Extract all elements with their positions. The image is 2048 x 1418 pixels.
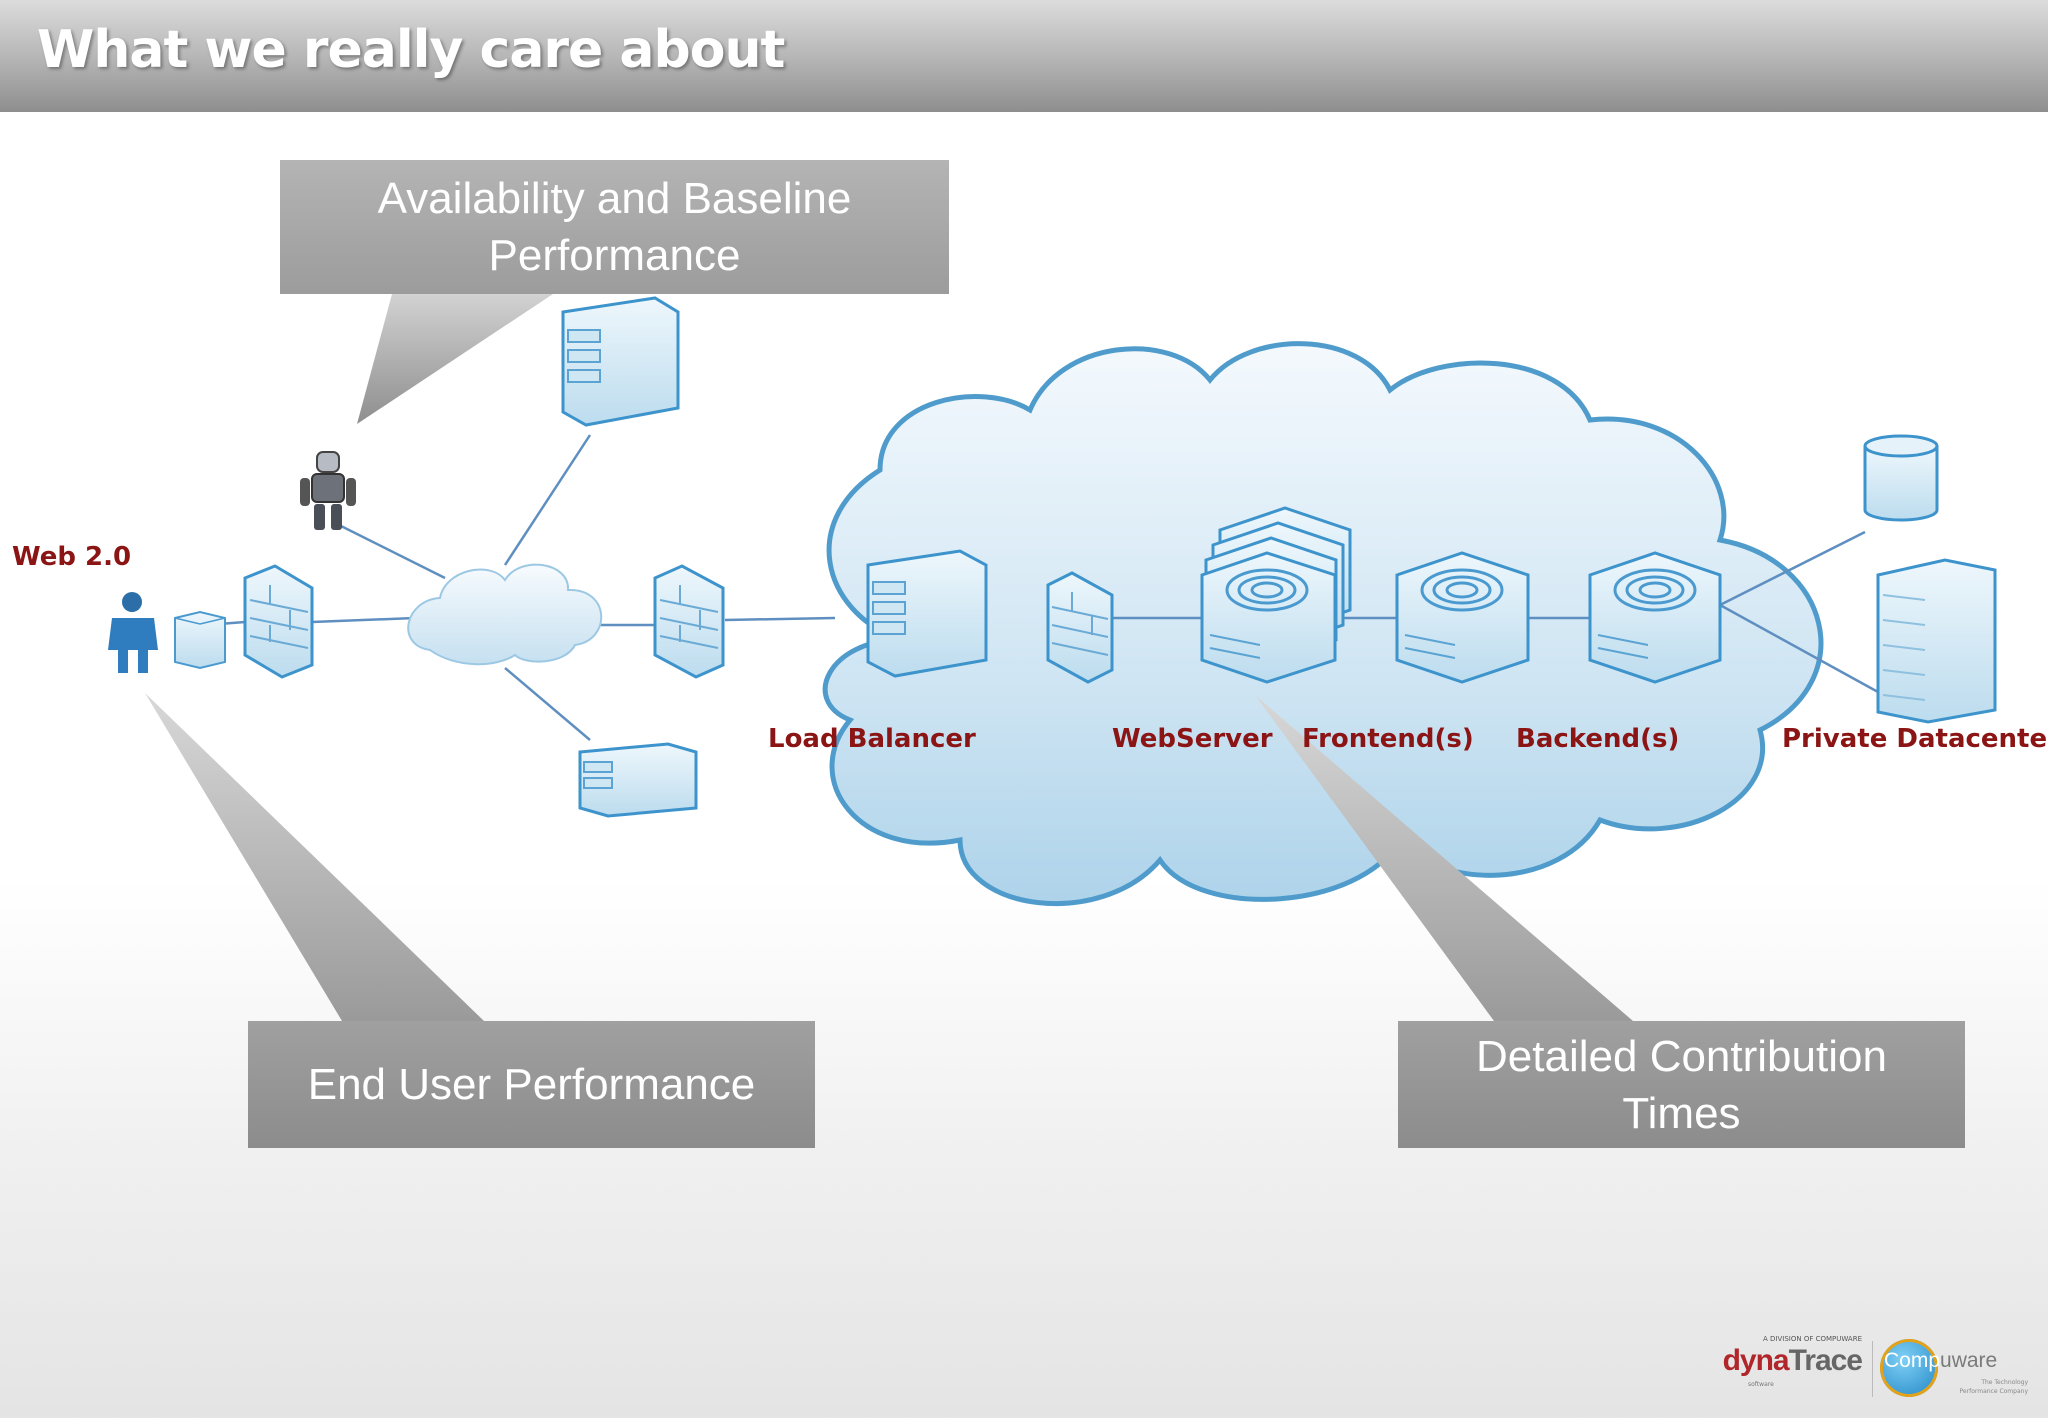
callout-availability: Availability and Baseline Performance (280, 160, 949, 294)
dynatrace-division-text: A DIVISION OF COMPUWARE (1763, 1335, 1862, 1343)
callout-contribution: Detailed Contribution Times (1398, 1021, 1965, 1148)
label-frontend: Frontend(s) (1302, 724, 1474, 754)
dynatrace-wordmark: dynaTrace (1722, 1344, 1863, 1378)
load-balancer-icon (866, 549, 988, 678)
end-user-icon (108, 592, 158, 673)
server-icon-top (561, 296, 680, 427)
logo-divider (1872, 1341, 1873, 1397)
compuware-comp: Comp (1884, 1349, 1941, 1372)
compuware-tagline-2: Performance Company (1959, 1388, 2028, 1395)
dynatrace-dyna: dyna (1722, 1344, 1790, 1377)
label-webserver: WebServer (1112, 724, 1273, 754)
firewall-icon-2 (653, 564, 725, 679)
robot-icon (300, 451, 356, 530)
frontend-server-icon (1395, 551, 1530, 684)
callout-pointer-contribution (1255, 695, 1633, 1021)
compuware-wordmark: Compuware (1884, 1349, 1997, 1373)
label-load-balancer: Load Balancer (768, 724, 976, 754)
compuware-logo: Compuware The Technology Performance Com… (1880, 1335, 2030, 1410)
callout-pointer-availability (357, 294, 553, 424)
datacenter-rack-icon (1876, 558, 1997, 724)
server-icon-bottom (578, 742, 698, 818)
label-private-datacenter: Private Datacenter (1782, 724, 2048, 754)
compuware-uware: uware (1940, 1349, 1998, 1372)
label-web20: Web 2.0 (12, 542, 132, 572)
webserver-stack-icon (1200, 506, 1352, 684)
backend-server-icon (1588, 551, 1722, 684)
label-backend: Backend(s) (1516, 724, 1680, 754)
internet-cloud-small (407, 563, 603, 666)
callout-end-user: End User Performance (248, 1021, 815, 1148)
database-icon (1863, 434, 1939, 522)
dynatrace-software-text: software (1748, 1381, 1774, 1388)
dynatrace-trace: Trace (1788, 1344, 1863, 1377)
callout-pointer-end-user (145, 693, 484, 1021)
logo-area: A DIVISION OF COMPUWARE dynaTrace softwa… (1690, 1335, 2030, 1410)
slide-title: What we really care about (37, 20, 785, 80)
compuware-badge-icon (1880, 1339, 1938, 1397)
dynatrace-logo: A DIVISION OF COMPUWARE dynaTrace softwa… (1700, 1335, 1863, 1410)
firewall-icon-1 (243, 564, 314, 679)
firewall-icon-3 (1046, 571, 1114, 684)
client-device-icon (174, 610, 226, 670)
title-bar: What we really care about (0, 0, 2048, 112)
compuware-tagline-1: The Technology (1981, 1379, 2028, 1386)
